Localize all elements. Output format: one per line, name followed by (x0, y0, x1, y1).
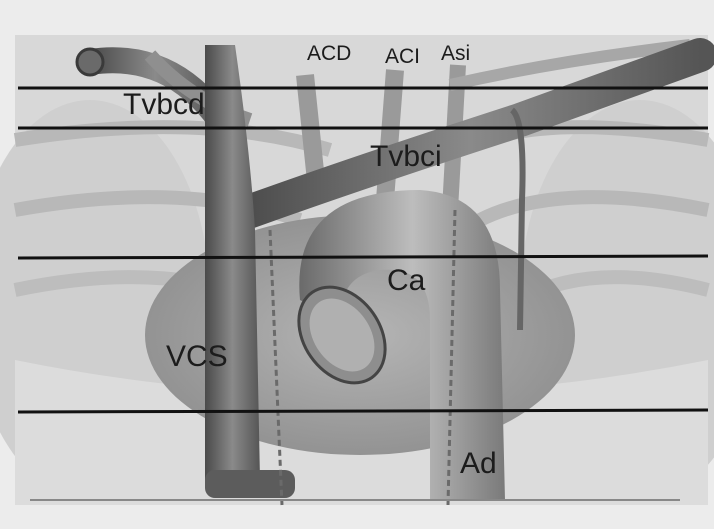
label-acd: ACD (307, 42, 351, 66)
level-line-3 (18, 256, 708, 258)
label-vcs: VCS (166, 340, 228, 374)
label-tvbci: Tvbci (370, 140, 442, 174)
vein-opening (77, 49, 103, 75)
label-tvbcd: Tvbcd (123, 88, 205, 122)
label-aci: ACI (385, 45, 420, 69)
label-asi: Asi (441, 42, 470, 66)
label-ca: Ca (387, 264, 425, 298)
label-ad: Ad (460, 447, 497, 481)
level-line-4 (18, 410, 708, 412)
